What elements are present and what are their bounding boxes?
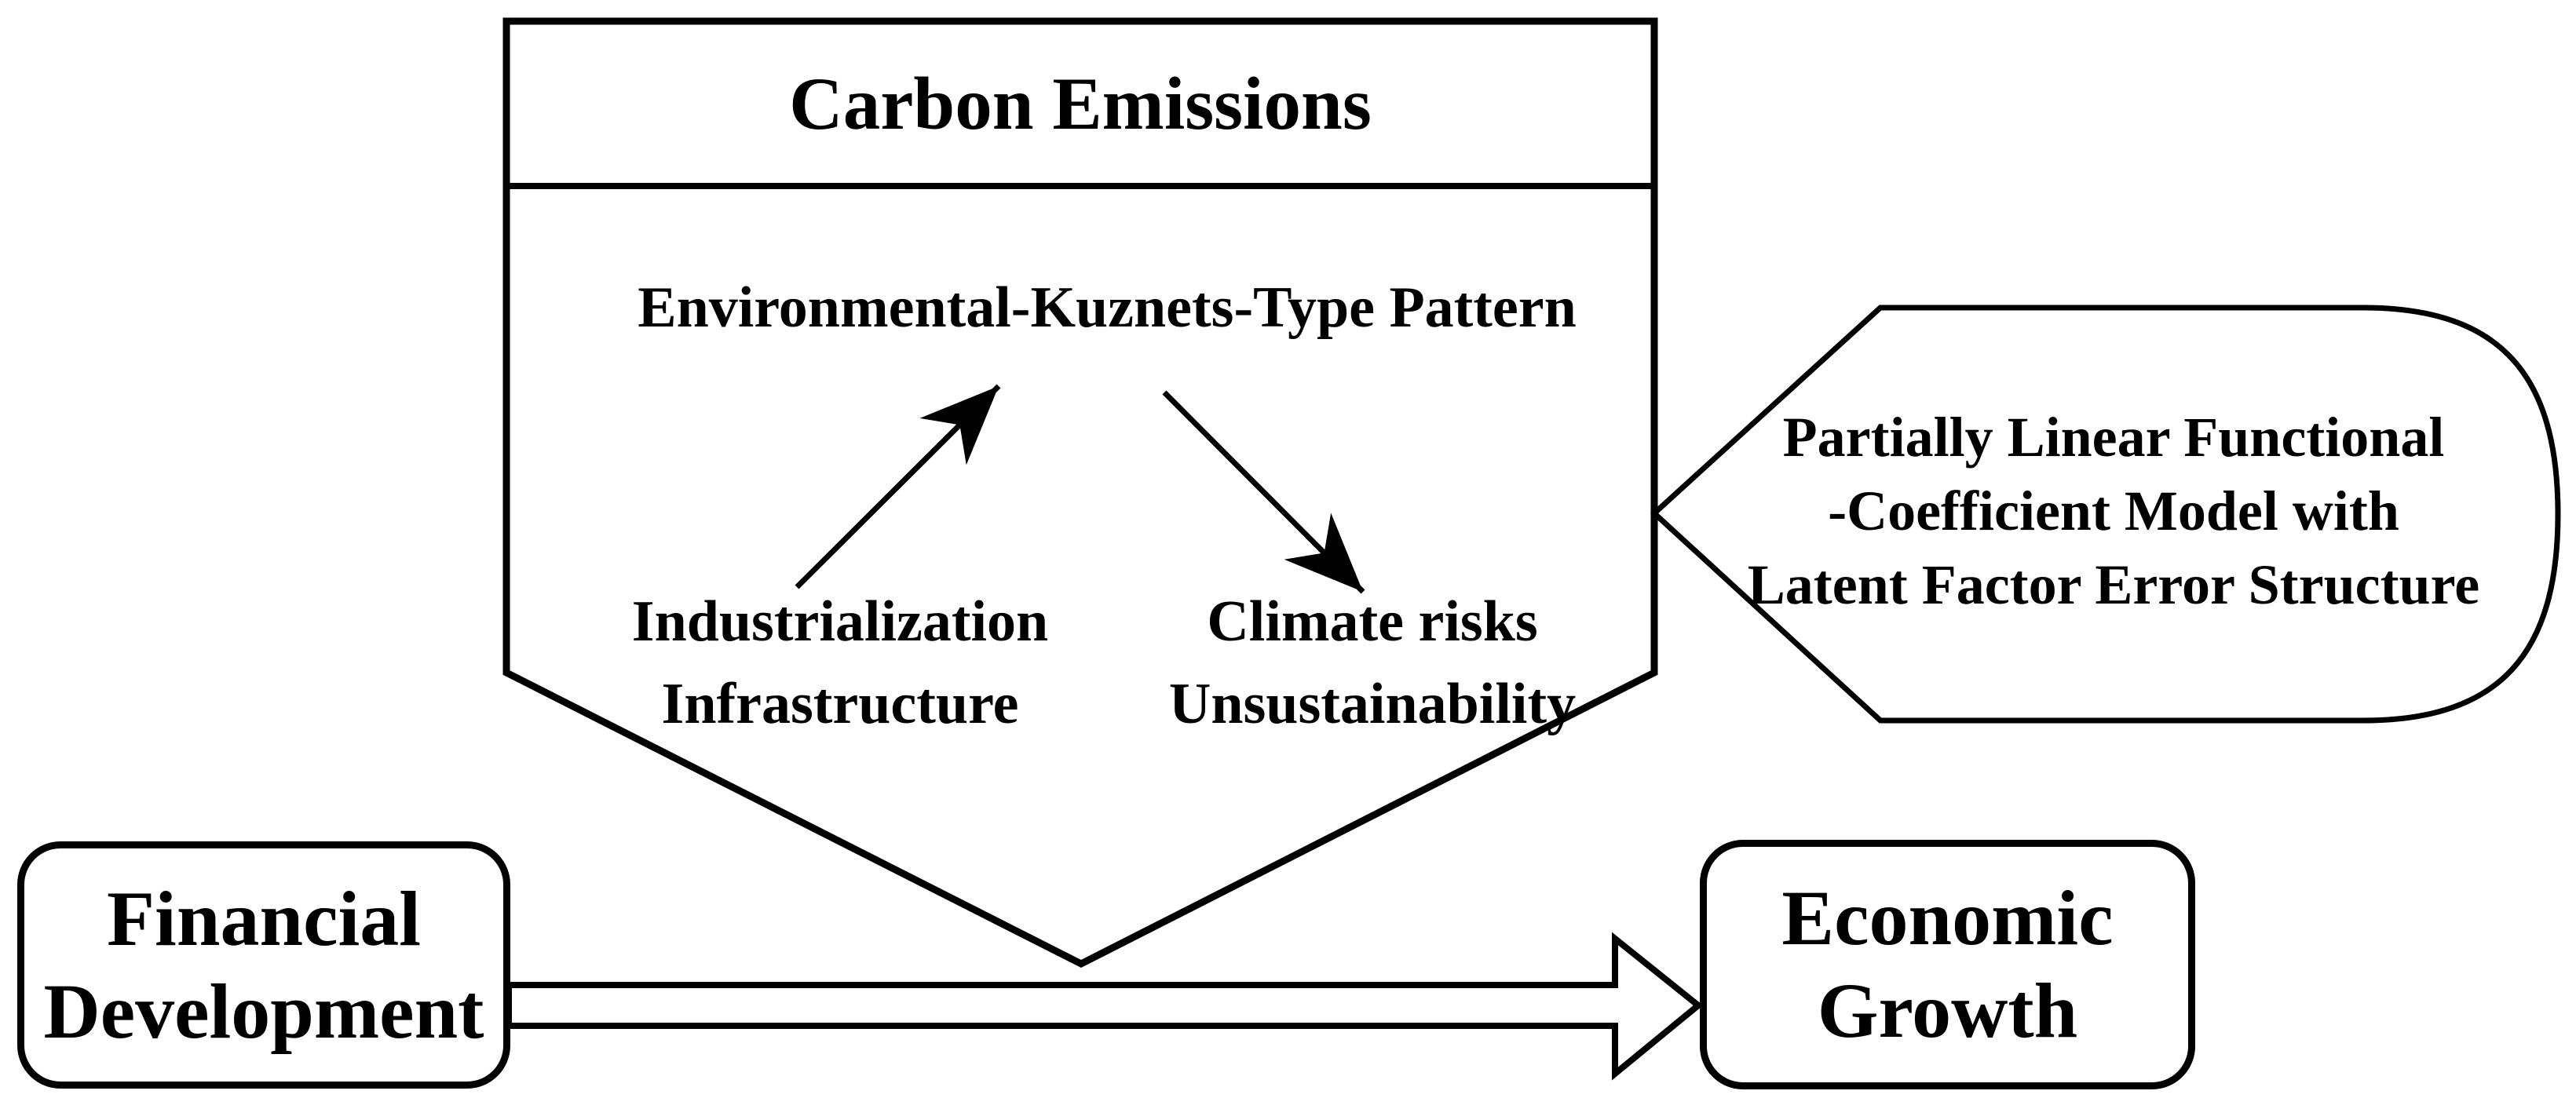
carbon-emissions-pentagon [502,17,1658,969]
industrialization-node: Industrialization Infrastructure [565,581,1115,746]
pentagon-title-text: Carbon Emissions [789,62,1372,145]
growth-arrow [506,932,1704,1081]
financial-development-line1: Financial [106,874,422,962]
economic-growth-line2: Growth [1817,967,2078,1054]
pentagon-title: Carbon Emissions [506,21,1654,186]
financial-development-box: Financial Development [17,841,510,1089]
climate-risks-line2: Unsustainability [1168,672,1577,736]
economic-growth-line1: Economic [1781,874,2114,961]
model-callout-shape [1650,305,2561,724]
model-callout-line3: Latent Factor Error Structure [1747,553,2480,616]
arrow-down-climate-risks [1162,390,1365,594]
climate-risks-line1: Climate risks [1207,589,1538,654]
model-callout-label: Partially Linear Functional -Coefficient… [1721,400,2506,622]
ekc-pattern-label: Environmental-Kuznets-Type Pattern [533,267,1681,348]
economic-growth-box: Economic Growth [1700,840,2195,1089]
climate-risks-node: Climate risks Unsustainability [1098,581,1647,746]
model-callout-line2: -Coefficient Model with [1828,480,2399,542]
industrialization-line1: Industrialization [631,589,1049,654]
arrow-up-industrialization [795,384,1001,589]
model-callout-line1: Partially Linear Functional [1782,406,2445,469]
industrialization-line2: Infrastructure [661,672,1019,736]
ekc-pattern-text: Environmental-Kuznets-Type Pattern [638,275,1577,340]
financial-development-line2: Development [43,967,484,1055]
